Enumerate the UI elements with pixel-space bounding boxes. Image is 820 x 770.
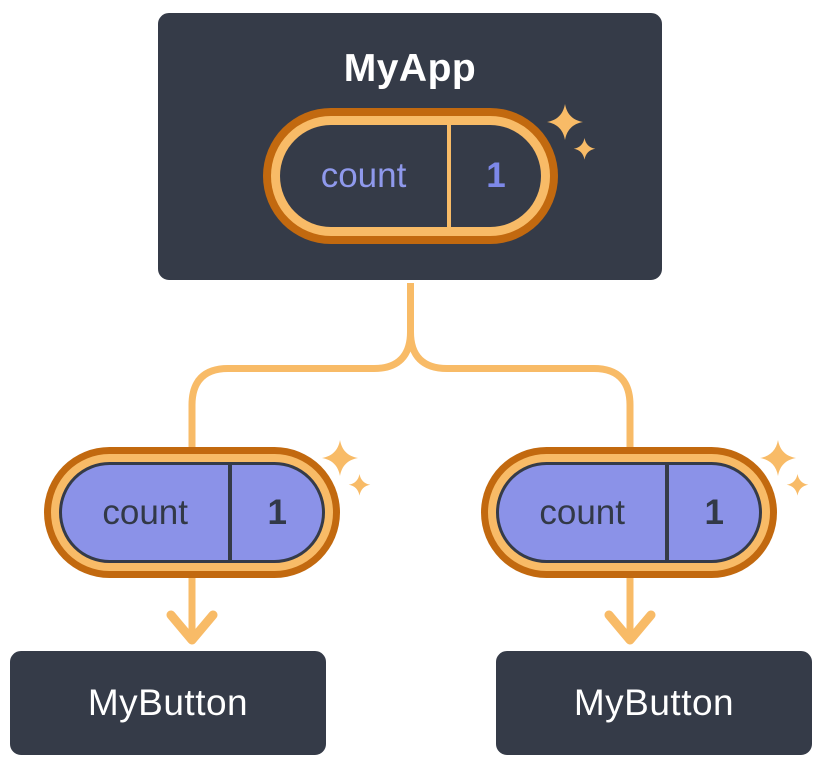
prop-value: 1 (704, 492, 724, 532)
arrow-down-icon (166, 610, 218, 645)
child-component-card: MyButton (493, 648, 815, 758)
pill-divider (447, 125, 452, 227)
branch-right-line (407, 283, 634, 634)
child-component-name: MyButton (87, 682, 249, 723)
prop-pill: count 1 (481, 447, 777, 578)
prop-value: 1 (267, 492, 287, 532)
child-component-card: MyButton (7, 648, 329, 758)
sparkle-icon (760, 440, 809, 496)
branch-left-line (188, 283, 414, 634)
arrow-down-icon (604, 610, 656, 645)
pill-divider (665, 465, 670, 560)
prop-pill: count 1 (44, 447, 340, 578)
prop-name: count (102, 492, 188, 532)
sparkle-icon (322, 440, 371, 496)
child-component-name: MyButton (573, 682, 735, 723)
pill-divider (228, 465, 233, 560)
state-pill: count 1 (263, 108, 558, 244)
state-value: 1 (486, 156, 506, 195)
prop-name: count (539, 492, 625, 532)
root-component-name: MyApp (343, 47, 477, 90)
sparkle-icon (547, 104, 596, 160)
state-name: count (320, 156, 407, 195)
